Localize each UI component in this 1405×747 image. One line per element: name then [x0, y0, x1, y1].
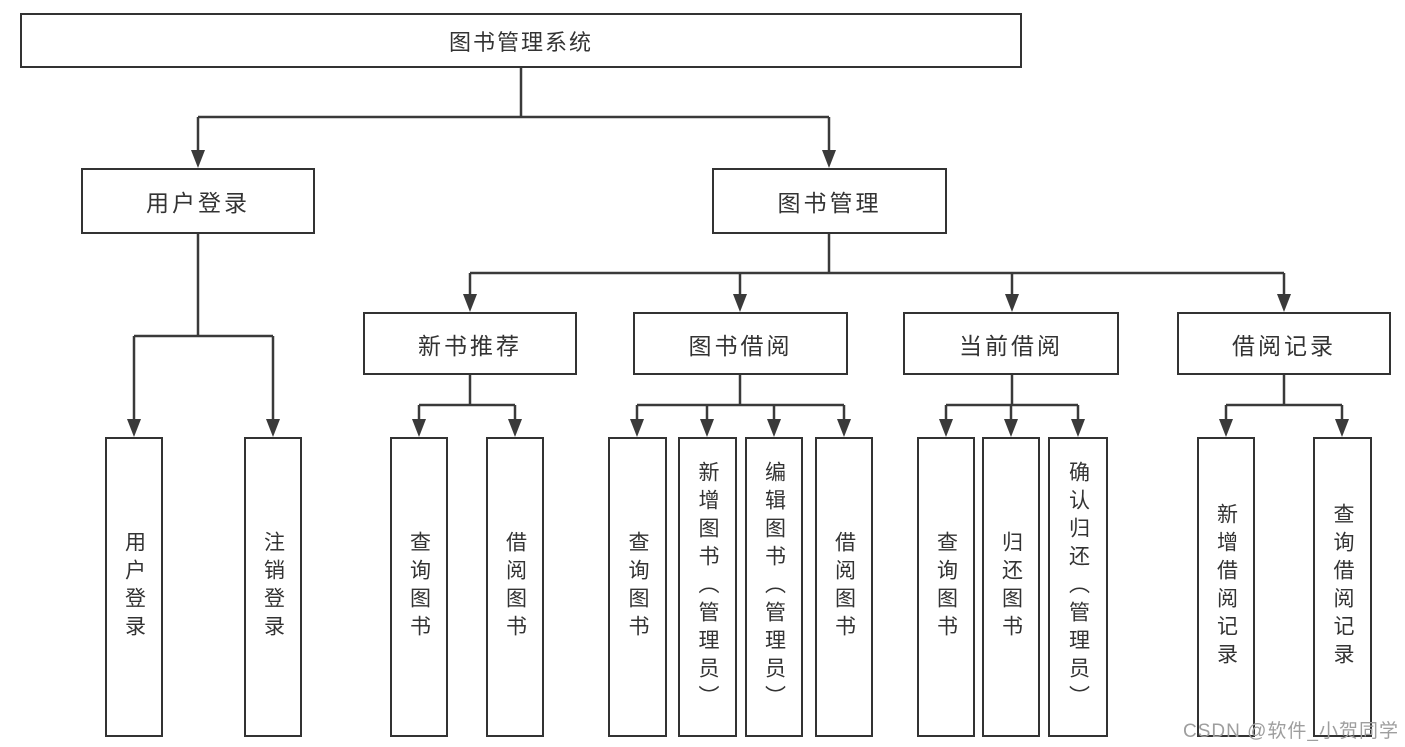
node-bb-add-book: 新增图书（管理员） — [678, 437, 737, 737]
connector-currentborrow-to-leaves — [939, 375, 1085, 437]
node-bb-edit-book: 编辑图书（管理员） — [745, 437, 803, 737]
node-nbr-borrow-book: 借阅图书 — [486, 437, 544, 737]
connector-newbookrec-to-leaves — [412, 375, 522, 437]
node-book-management: 图书管理 — [712, 168, 947, 234]
node-logout: 注销登录 — [244, 437, 302, 737]
node-bb-query-book: 查询图书 — [608, 437, 667, 737]
node-new-book-recommend: 新书推荐 — [363, 312, 577, 375]
connector-borrowrecord-to-leaves — [1219, 375, 1349, 437]
connector-bookborrow-to-leaves — [630, 375, 851, 437]
node-borrow-record: 借阅记录 — [1177, 312, 1391, 375]
node-nbr-query-book: 查询图书 — [390, 437, 448, 737]
node-cb-confirm-return: 确认归还（管理员） — [1048, 437, 1108, 737]
node-bb-borrow-book: 借阅图书 — [815, 437, 873, 737]
node-cb-query-book: 查询图书 — [917, 437, 975, 737]
node-br-query-record: 查询借阅记录 — [1313, 437, 1372, 737]
node-current-borrow: 当前借阅 — [903, 312, 1119, 375]
connector-userlogin-to-leaves — [127, 234, 280, 437]
connector-root-to-level2 — [191, 68, 836, 168]
node-br-add-record: 新增借阅记录 — [1197, 437, 1255, 737]
node-book-borrow: 图书借阅 — [633, 312, 848, 375]
node-root: 图书管理系统 — [20, 13, 1022, 68]
node-user-login: 用户登录 — [81, 168, 315, 234]
watermark: CSDN @软件_小贺同学 — [1183, 721, 1399, 742]
node-user-login-leaf: 用户登录 — [105, 437, 163, 737]
node-cb-return-book: 归还图书 — [982, 437, 1040, 737]
connector-bookmgmt-to-level3 — [463, 233, 1291, 312]
